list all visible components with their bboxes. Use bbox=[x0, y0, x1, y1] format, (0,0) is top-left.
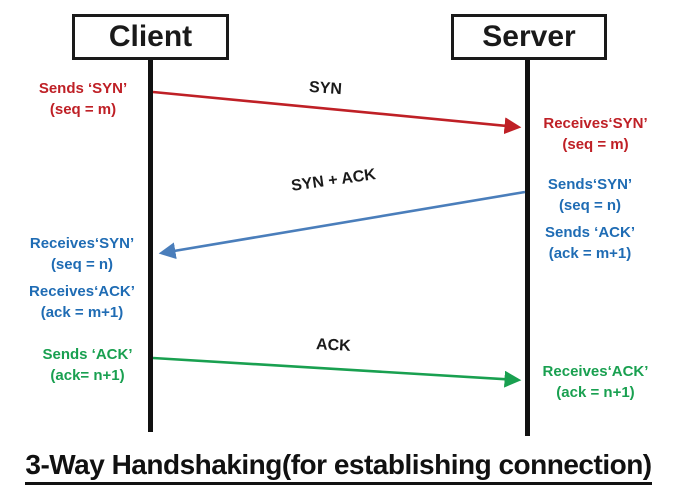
client-sends-syn-annotation: Sends ‘SYN’ (seq = m) bbox=[18, 78, 148, 120]
annotation-line: (seq = n) bbox=[558, 197, 622, 214]
annotation-line: Receives‘SYN’ bbox=[29, 235, 135, 252]
annotation-line: (ack= n+1) bbox=[50, 367, 125, 384]
server-receives-ack-annotation: Receives‘ACK’ (ack = n+1) bbox=[533, 361, 658, 403]
annotation-line: Sends‘SYN’ bbox=[547, 176, 633, 193]
ack-arrow bbox=[152, 356, 522, 388]
annotation-line: Sends ‘ACK’ bbox=[42, 346, 133, 363]
syn-ack-arrow bbox=[158, 190, 526, 260]
client-lifeline bbox=[148, 60, 153, 432]
server-receives-syn-annotation: Receives‘SYN’ (seq = m) bbox=[533, 113, 658, 155]
client-receives-syn-annotation: Receives‘SYN’ (seq = n) bbox=[12, 233, 152, 275]
client-sends-ack-annotation: Sends ‘ACK’ (ack= n+1) bbox=[20, 344, 155, 386]
server-actor-label: Server bbox=[482, 20, 576, 53]
ack-message-label: ACK bbox=[315, 336, 352, 355]
syn-ack-message-label: SYN + ACK bbox=[290, 166, 377, 195]
server-actor-box: Server bbox=[451, 14, 607, 60]
server-lifeline bbox=[525, 60, 530, 436]
annotation-line: Sends ‘ACK’ bbox=[544, 224, 635, 241]
annotation-line: (ack = m+1) bbox=[40, 304, 124, 321]
annotation-line: (seq = m) bbox=[562, 136, 629, 153]
annotation-line: (seq = n) bbox=[50, 256, 114, 273]
client-actor-label: Client bbox=[108, 20, 193, 53]
annotation-line: (ack = n+1) bbox=[556, 384, 635, 401]
diagram-title-bar: 3-Way Handshaking(for establishing conne… bbox=[0, 449, 677, 485]
annotation-line: Sends ‘SYN’ bbox=[38, 80, 128, 97]
annotation-line: Receives‘SYN’ bbox=[543, 115, 648, 132]
server-sends-syn-annotation: Sends‘SYN’ (seq = n) bbox=[535, 174, 645, 216]
annotation-line: (seq = m) bbox=[49, 101, 117, 118]
client-receives-ack-annotation: Receives‘ACK’ (ack = m+1) bbox=[12, 281, 152, 323]
annotation-line: Receives‘ACK’ bbox=[542, 363, 649, 380]
syn-message-label: SYN bbox=[308, 78, 343, 99]
client-actor-box: Client bbox=[72, 14, 229, 60]
annotation-line: (ack = m+1) bbox=[548, 245, 632, 262]
server-sends-ack-annotation: Sends ‘ACK’ (ack = m+1) bbox=[530, 222, 650, 264]
diagram-title: 3-Way Handshaking(for establishing conne… bbox=[25, 449, 652, 485]
annotation-line: Receives‘ACK’ bbox=[29, 283, 135, 300]
